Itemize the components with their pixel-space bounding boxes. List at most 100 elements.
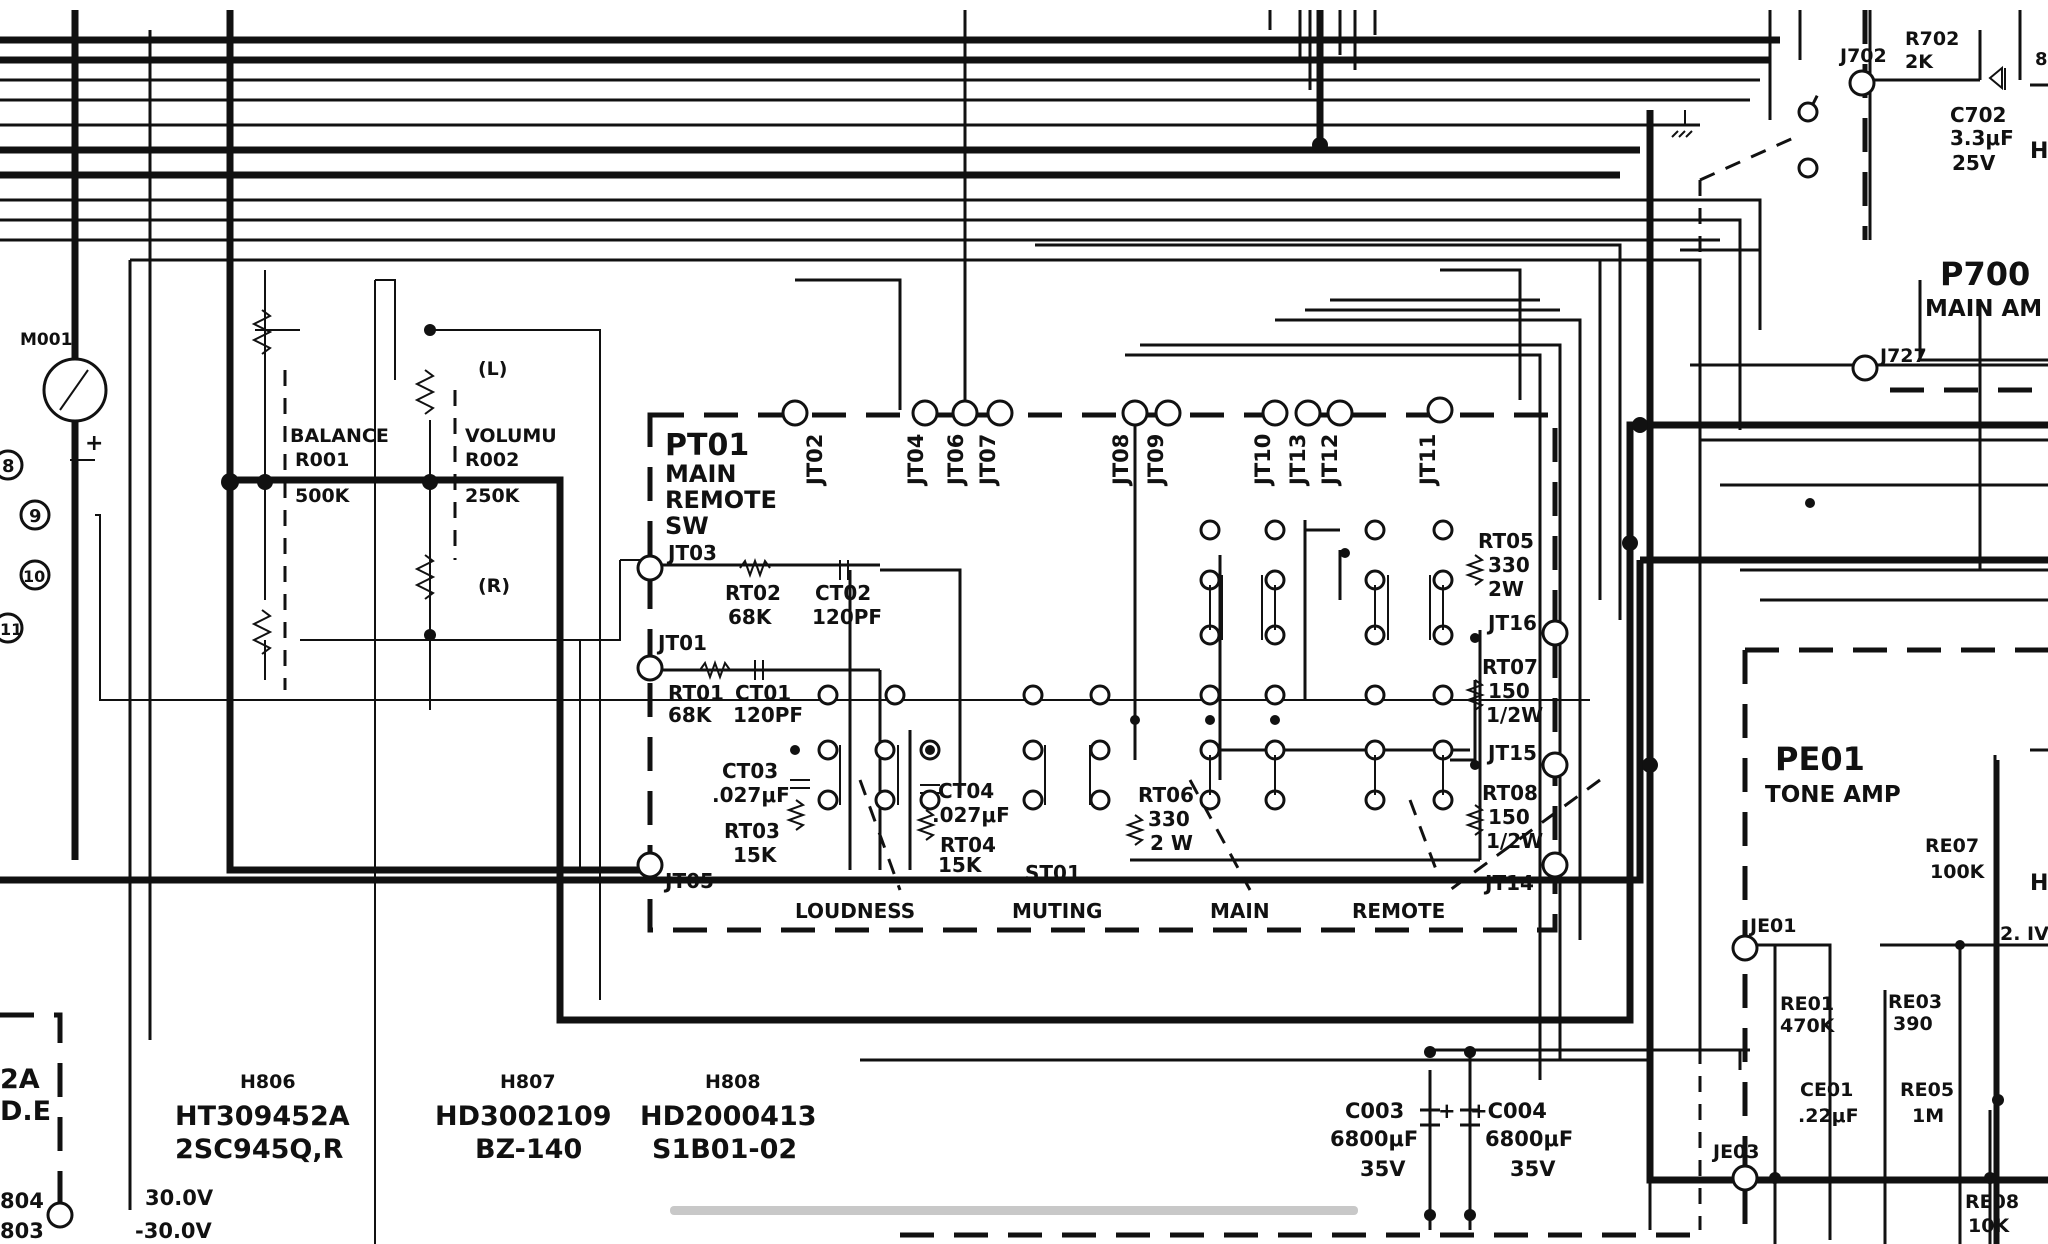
- label-jt10: JT10: [1251, 434, 1275, 487]
- label-re08: RE08: [1965, 1191, 2019, 1213]
- label-jt06: JT06: [944, 434, 968, 487]
- label-remote: REMOTE: [1352, 899, 1445, 923]
- label-j727: J727: [1878, 345, 1927, 367]
- label-h808-p1: HD2000413: [640, 1101, 817, 1132]
- label-plus-meter: +: [85, 431, 103, 456]
- label-r001: R001: [295, 449, 349, 471]
- label-re05: RE05: [1900, 1079, 1954, 1101]
- label-c003-val: 6800μF: [1330, 1127, 1418, 1151]
- label-r001-val: 500K: [295, 485, 351, 507]
- label-h808: H808: [705, 1071, 761, 1093]
- label-rt07: RT07: [1482, 655, 1538, 679]
- switch-contacts: [817, 519, 1454, 811]
- label-ct04: CT04: [938, 779, 994, 803]
- label-rt06-w: 2 W: [1150, 831, 1193, 855]
- label-rt04: RT04: [940, 833, 996, 857]
- label-2a: 2A: [0, 1064, 40, 1095]
- label-pt01-2: MAIN: [665, 460, 736, 488]
- label-pt01-3: REMOTE: [665, 486, 777, 514]
- label-pe01: PE01: [1775, 740, 1865, 778]
- label-rt08-w: 1/2W: [1486, 829, 1543, 853]
- label-jt15: JT15: [1486, 741, 1537, 765]
- label-h-edge: H: [2030, 139, 2048, 164]
- label-loudness: LOUDNESS: [795, 899, 915, 923]
- label-rt07-val: 150: [1488, 679, 1530, 703]
- label-ct01: CT01: [735, 681, 791, 705]
- label-j702: J702: [1838, 45, 1887, 67]
- label-pin-9: 9: [29, 506, 42, 527]
- label-re07-val: 100K: [1930, 861, 1986, 883]
- pin-10: [19, 559, 51, 591]
- label-rt03-val: 15K: [733, 843, 778, 867]
- label-h807-p1: HD3002109: [435, 1101, 612, 1132]
- label-je03: JE03: [1711, 1141, 1760, 1163]
- label-ce01: CE01: [1800, 1079, 1853, 1101]
- label-ct02-val: 120PF: [812, 605, 882, 629]
- label-h808-p2: S1B01-02: [652, 1134, 797, 1165]
- label-30v: 30.0V: [145, 1186, 214, 1210]
- label-minus-30v: -30.0V: [135, 1219, 213, 1243]
- label-r702-val: 2K: [1905, 51, 1934, 73]
- label-pt01-1: PT01: [665, 428, 749, 463]
- label-jt13: JT13: [1286, 434, 1310, 487]
- label-jt08: JT08: [1109, 434, 1133, 487]
- label-balance: BALANCE: [290, 425, 389, 447]
- label-c004-val: 6800μF: [1485, 1127, 1573, 1151]
- components: [0, 65, 2006, 1229]
- label-ct03: CT03: [722, 759, 778, 783]
- label-jt16: JT16: [1486, 611, 1537, 635]
- label-b-edge: 8: [2035, 49, 2048, 70]
- label-h806: H806: [240, 1071, 296, 1093]
- wiring: [0, 10, 2048, 1244]
- label-r702: R702: [1905, 28, 1959, 50]
- label-main: MAIN: [1210, 899, 1270, 923]
- label-rt05-val: 330: [1488, 553, 1530, 577]
- label-re08-val: 10K: [1968, 1215, 2010, 1237]
- label-c003-v: 35V: [1360, 1157, 1406, 1181]
- label-jt05: JT05: [663, 869, 714, 893]
- label-jt11: JT11: [1416, 434, 1440, 487]
- label-h807-p2: BZ-140: [475, 1134, 582, 1165]
- label-h-edge-2: H: [2030, 871, 2048, 896]
- pin-8: [0, 449, 24, 481]
- label-rt08-val: 150: [1488, 805, 1530, 829]
- label-l-channel: (L): [478, 358, 507, 380]
- label-jt09: JT09: [1144, 434, 1168, 487]
- label-jt03: JT03: [666, 541, 717, 565]
- label-r002-val: 250K: [465, 485, 521, 507]
- pin-11: [0, 612, 24, 644]
- label-c702: C702: [1950, 103, 2006, 127]
- label-tone-amp: TONE AMP: [1765, 782, 1901, 808]
- label-pt01-4: SW: [665, 512, 709, 540]
- label-rt06-val: 330: [1148, 807, 1190, 831]
- label-ct04-val: .027μF: [932, 803, 1010, 827]
- label-jt02: JT02: [803, 434, 827, 487]
- label-jt14: JT14: [1483, 871, 1534, 895]
- label-rt07-w: 1/2W: [1486, 703, 1543, 727]
- label-rt01-val: 68K: [668, 703, 713, 727]
- home-indicator-bar[interactable]: [670, 1206, 1358, 1215]
- label-m001: M001: [20, 330, 72, 350]
- label-re01: RE01: [1780, 993, 1834, 1015]
- label-2iv: 2. IV: [2000, 923, 2048, 945]
- label-re07: RE07: [1925, 835, 1979, 857]
- label-rt05-w: 2W: [1488, 577, 1524, 601]
- label-r-channel: (R): [478, 575, 510, 597]
- label-c004: +C004: [1470, 1099, 1547, 1123]
- label-p700-sub: MAIN AM: [1925, 296, 2042, 322]
- label-p700: P700: [1940, 255, 2030, 293]
- label-rt03: RT03: [724, 819, 780, 843]
- label-ct03-val: .027μF: [712, 783, 790, 807]
- label-h807: H807: [500, 1071, 556, 1093]
- label-pin-10: 10: [23, 567, 45, 586]
- label-jt04: JT04: [904, 434, 928, 487]
- label-ce01-val: .22μF: [1798, 1105, 1859, 1127]
- label-re03: RE03: [1888, 991, 1942, 1013]
- label-volumu: VOLUMU: [465, 425, 557, 447]
- label-re01-val: 470K: [1780, 1015, 1836, 1037]
- label-re03-val: 390: [1893, 1013, 1933, 1035]
- label-muting: MUTING: [1012, 899, 1102, 923]
- label-rt08: RT08: [1482, 781, 1538, 805]
- ground-icon: [1671, 110, 1695, 138]
